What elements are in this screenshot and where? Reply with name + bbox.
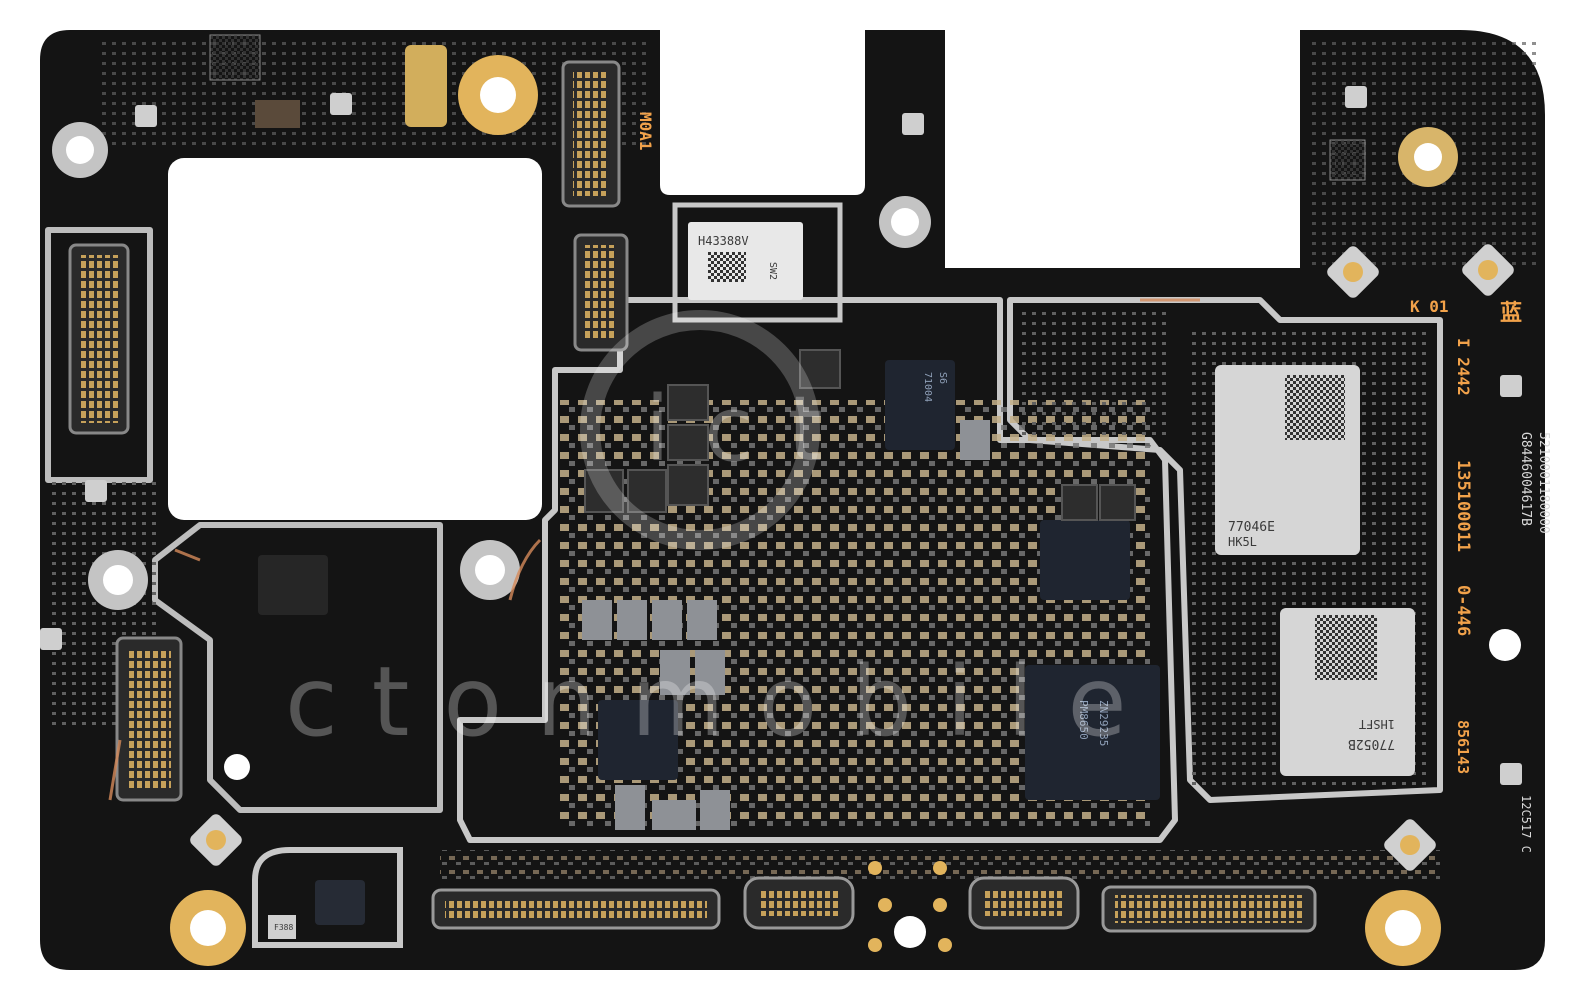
silk-rev-label: I 2442 — [1454, 338, 1473, 396]
watermark-logo: ict — [645, 377, 857, 482]
chip-sub-label: 1HSFT — [1359, 717, 1395, 731]
mounting-hole — [170, 890, 246, 966]
dark-inductors — [584, 349, 1136, 521]
board-hole — [1489, 629, 1521, 661]
mounting-hole — [879, 196, 931, 248]
smd-field-top — [100, 40, 650, 150]
chip-label: H43388V — [698, 234, 749, 248]
silk-serial-label: 135100011 — [1453, 460, 1473, 552]
silk-serial-label-2: 0-446 — [1453, 585, 1473, 636]
silk-lot-label: 856143 — [1454, 720, 1472, 774]
copper-traces — [108, 298, 1200, 801]
connector-lower-left — [115, 636, 183, 802]
watermark: ict ctonmobile — [285, 310, 1161, 758]
connector-bottom-small-1 — [743, 876, 855, 930]
chip-label: 77046E — [1228, 520, 1275, 535]
cpu-chip: 71004 S6 — [885, 360, 955, 450]
mounting-hole — [458, 55, 538, 135]
chip-label: F388 — [274, 923, 293, 932]
chip-label: PM8650 — [1077, 700, 1090, 740]
board-hole — [894, 916, 926, 948]
silk-code-label-2: 5210001180000 — [1536, 432, 1551, 534]
connector-top-mid — [561, 60, 621, 208]
smd-field-right — [1020, 310, 1170, 440]
top-mid-shield-frame — [672, 202, 843, 323]
dark-chip — [1040, 520, 1130, 600]
silk-model-label: M0A1 — [636, 112, 655, 151]
test-pads — [868, 861, 952, 952]
chip-label: 77052B — [1348, 736, 1395, 751]
dark-chip — [598, 700, 678, 780]
capacitor-block — [255, 100, 300, 128]
small-shield-frame — [252, 847, 403, 948]
silk-k01-label: K 01 — [1410, 297, 1449, 316]
small-shield-chip: F388 — [268, 880, 365, 939]
chip-sub-label: HK5L — [1228, 535, 1257, 549]
board-hole — [224, 754, 250, 780]
watermark-text: ctonmobile — [285, 646, 1161, 758]
mounting-hole — [1365, 890, 1441, 966]
mounting-hole — [1398, 127, 1458, 187]
inductor-array — [582, 420, 990, 830]
center-shield-frame — [457, 297, 1178, 843]
connector-left — [68, 243, 130, 435]
dark-chip — [258, 555, 328, 615]
mounting-hole — [460, 540, 520, 600]
connector-bottom-right — [1101, 885, 1317, 933]
camera-cutout — [168, 158, 542, 520]
chip-sub-label: SW2 — [767, 262, 778, 280]
qr-label-right — [1329, 139, 1366, 181]
chip-sub-label: S6 — [937, 372, 948, 384]
connector-bottom-small-2 — [968, 876, 1080, 930]
silk-date-label: 12C517 C — [1519, 795, 1533, 853]
coax-connector — [1384, 819, 1436, 871]
silk-blue-label: 蓝 — [1500, 301, 1522, 326]
coax-connector — [1462, 244, 1514, 296]
coax-connector — [1327, 246, 1379, 298]
pmic-chip: PM8650 ZN29235 — [1025, 665, 1160, 800]
test-points — [40, 86, 1522, 785]
crystal — [405, 45, 447, 127]
qr-label-top — [209, 34, 261, 81]
rf-chip-top: 77046E HK5L — [1215, 365, 1360, 555]
rf-chip-bottom: 1HSFT 77052B — [1280, 608, 1415, 776]
mounting-hole — [88, 550, 148, 610]
coax-connector — [190, 814, 242, 866]
connector-bottom-long — [431, 888, 721, 930]
chip-label: 71004 — [922, 372, 933, 402]
mounting-hole — [52, 122, 108, 178]
shield-chip-top: H43388V SW2 — [688, 222, 803, 300]
chip-sub-label: ZN29235 — [1097, 700, 1110, 746]
silk-code-label: G8446004617B — [1518, 432, 1533, 526]
connector-mid — [573, 233, 629, 352]
